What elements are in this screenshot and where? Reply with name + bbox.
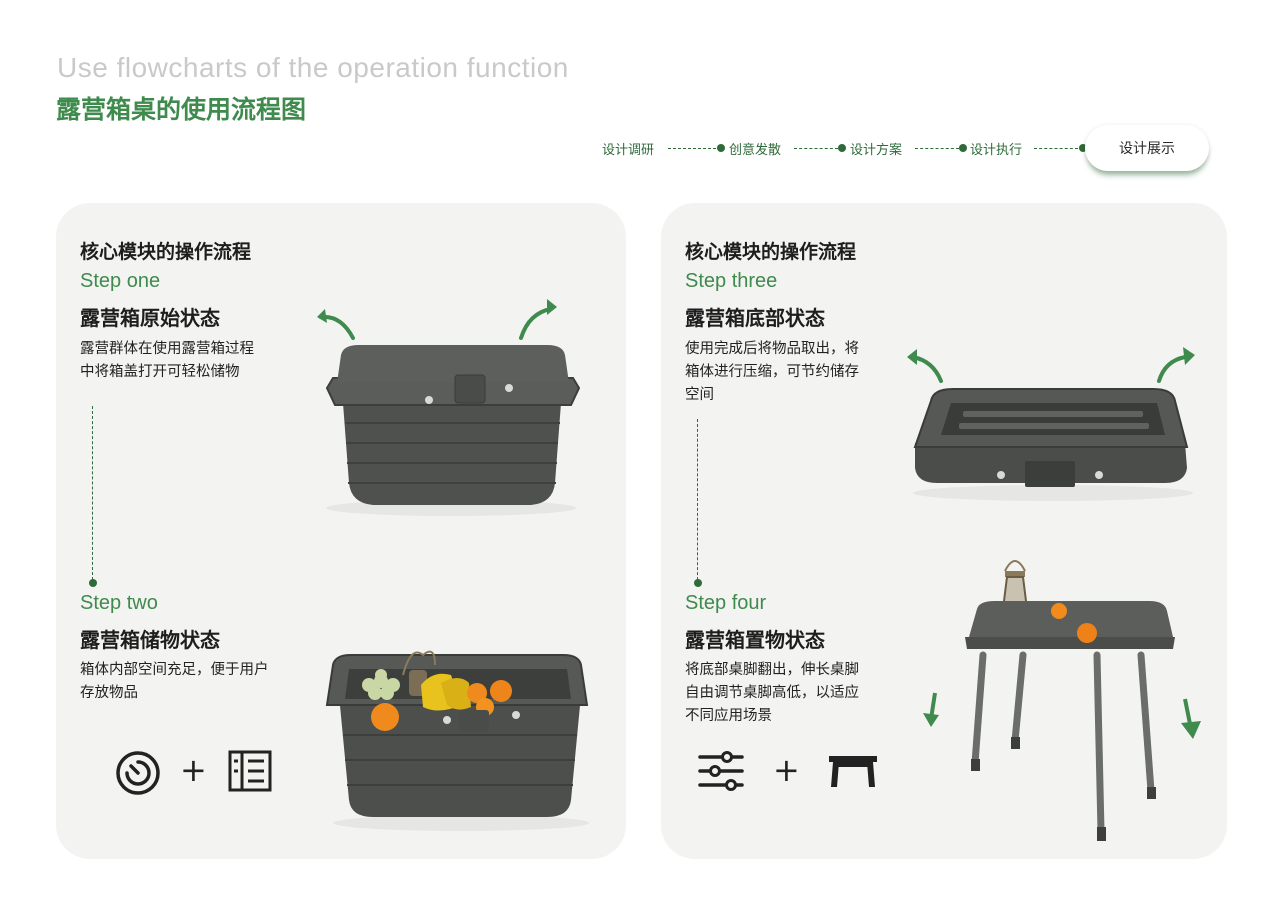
step-three-title: 露营箱底部状态 [685,306,825,330]
timer-icon [116,751,160,795]
step-four-desc-line: 不同应用场景 [685,708,772,724]
step-four-desc-line: 自由调节桌脚高低，以适应 [685,685,859,701]
breadcrumb-divider [668,148,716,149]
step-one-desc-line: 露营群体在使用露营箱过程 [80,341,254,357]
step-connector-dot [89,579,97,587]
step-connector-line [92,406,93,580]
design-process-breadcrumb: 设计调研 创意发散 设计方案 设计执行 设计展示 [600,125,1220,171]
breadcrumb-dot [959,144,967,152]
step-connector-line [697,419,698,580]
panel-heading: 核心模块的操作流程 [685,241,857,263]
grapes [362,669,400,700]
operation-panel-right: 核心模块的操作流程 Step three 露营箱底部状态 使用完成后将物品取出，… [661,203,1227,859]
step-two-description: 箱体内部空间充足，便于用户 存放物品 [80,659,269,705]
panel-heading: 核心模块的操作流程 [80,241,252,263]
operation-panel-left: 核心模块的操作流程 Step one 露营箱原始状态 露营群体在使用露营箱过程 … [56,203,626,859]
step-three-desc-line: 使用完成后将物品取出，将 [685,341,859,357]
step-two-title: 露营箱储物状态 [80,628,220,652]
step-two-desc-line: 箱体内部空间充足，便于用户 [80,662,269,678]
breadcrumb-step-research[interactable]: 设计调研 [602,143,655,158]
curved-arrow-icon [519,299,557,340]
lantern [402,650,436,676]
table-icon [829,756,877,787]
step-one-description: 露营群体在使用露营箱过程 中将箱盖打开可轻松储物 [80,338,254,384]
breadcrumb-divider [915,148,959,149]
step-four-title: 露营箱置物状态 [685,628,825,652]
page-title-english: Use flowcharts of the operation function [57,52,569,83]
step-three-description: 使用完成后将物品取出，将 箱体进行压缩，可节约储存 空间 [685,338,859,407]
curved-arrow-icon [907,349,943,383]
box-as-table-image [923,560,1201,841]
step-connector-dot [694,579,702,587]
breadcrumb-step-execution[interactable]: 设计执行 [970,143,1023,158]
checklist-icon [228,750,272,792]
plus-sign: + [773,751,800,789]
breadcrumb-dot [717,144,725,152]
step-four-desc-line: 将底部桌脚翻出，伸长桌脚 [685,662,859,678]
step-three-desc-line: 空间 [685,387,714,403]
breadcrumb-divider [794,148,838,149]
page-title-chinese: 露营箱桌的使用流程图 [56,95,307,124]
step-one-label: Step one [80,270,161,292]
down-arrow-icon [1181,698,1201,739]
sliders-icon [698,751,744,791]
curved-arrow-icon [317,309,355,340]
curved-arrow-icon [1157,347,1195,383]
open-storage-box-image [325,650,589,831]
step-two-desc-line: 存放物品 [80,685,138,701]
plus-sign: + [180,751,207,789]
step-three-label: Step three [685,270,778,292]
step-four-label: Step four [685,592,767,614]
breadcrumb-divider [1034,148,1078,149]
step-one-desc-line: 中将箱盖打开可轻松储物 [80,364,240,380]
closed-camping-box-image [317,299,581,516]
step-two-label: Step two [80,592,158,614]
breadcrumb-dot [838,144,846,152]
collapsed-camping-box-image [907,347,1195,501]
breadcrumb-step-proposal[interactable]: 设计方案 [850,143,903,158]
step-three-desc-line: 箱体进行压缩，可节约储存 [685,364,859,380]
step-four-description: 将底部桌脚翻出，伸长桌脚 自由调节桌脚高低，以适应 不同应用场景 [685,659,859,728]
breadcrumb-step-showcase-active[interactable]: 设计展示 [1085,125,1209,171]
down-arrow-icon [923,692,939,727]
breadcrumb-step-ideation[interactable]: 创意发散 [729,143,782,158]
breadcrumb-dot [1079,144,1087,152]
step-one-title: 露营箱原始状态 [80,306,220,330]
